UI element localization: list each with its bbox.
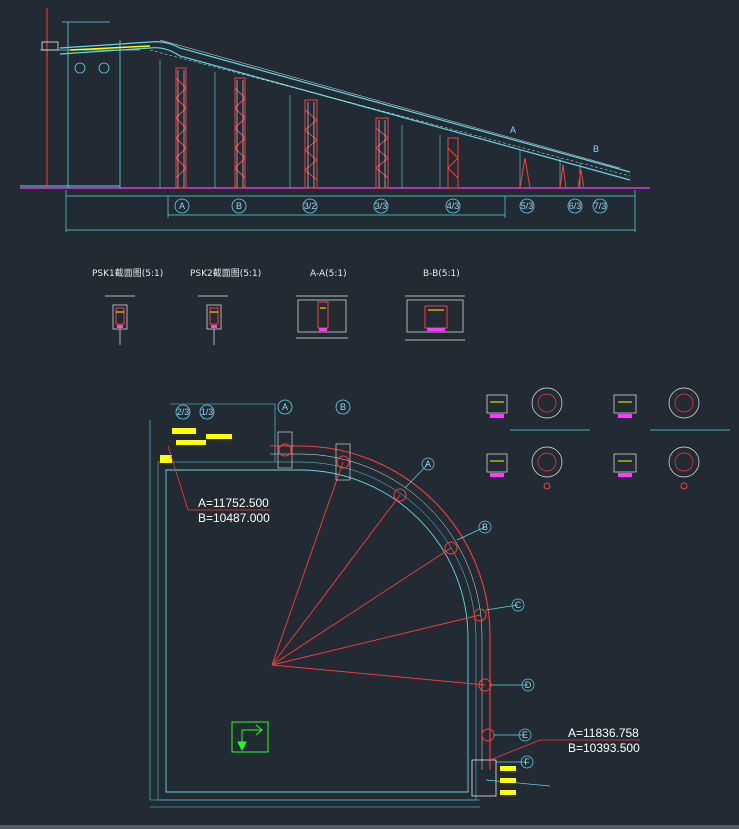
end-coord-a: A=11836.758 <box>568 726 639 740</box>
start-coord-a: A=11752.500 <box>198 496 269 510</box>
section-title-psk1: PSK1截面图(5:1) <box>92 267 163 279</box>
grid-label: 3/2 <box>304 201 317 211</box>
plan-grid-label: D <box>525 680 532 690</box>
grid-label: 3/3 <box>375 201 388 211</box>
plan-view: A B 2/3 1/3 A B C D E F <box>149 399 640 808</box>
plan-grid-label: A <box>425 459 431 469</box>
plan-grid-label: E <box>522 730 528 740</box>
section-details: PSK1截面图(5:1) PSK2截面图(5:1) A-A(5:1) B-B(5… <box>92 267 465 345</box>
section-title-psk2: PSK2截面图(5:1) <box>190 267 261 279</box>
plan-grid-label: F <box>524 757 530 767</box>
grid-label: B <box>236 201 242 211</box>
end-coord-b: B=10393.500 <box>568 741 640 755</box>
section-title-bb: B-B(5:1) <box>423 269 460 279</box>
plan-grid-label: B <box>340 402 346 412</box>
grid-label: 6/3 <box>569 201 582 211</box>
elevation-grid-bubbles: A B 3/2 3/3 4/3 5/3 6/3 7/3 <box>174 198 608 214</box>
gallery-bottom-chord <box>59 47 631 181</box>
node-details <box>486 387 730 490</box>
plan-nodes <box>277 431 497 797</box>
radial-lines <box>271 461 486 686</box>
trestle-towers <box>175 67 459 189</box>
gallery-top-chord <box>59 41 631 173</box>
elevation-view: A B 3/2 3/3 4/3 5/3 6/3 7/3 A B <box>20 8 650 232</box>
plan-grid-label: 2/3 <box>177 407 190 417</box>
plan-grid-label: 1/3 <box>201 407 214 417</box>
grid-label: 5/3 <box>521 201 534 211</box>
status-bar <box>0 825 739 829</box>
grid-label: 7/3 <box>594 201 607 211</box>
plan-grid-label: C <box>515 600 522 610</box>
conveyor-centerline <box>270 445 491 770</box>
plan-grid-label: B <box>482 522 488 532</box>
grid-label: A <box>179 201 185 211</box>
grid-label: 4/3 <box>447 201 460 211</box>
north-arrow-icon <box>231 721 269 753</box>
plan-grid-label: A <box>282 402 288 412</box>
start-coord-b: B=10487.000 <box>198 511 270 525</box>
section-tag-a: A <box>510 125 516 135</box>
section-title-aa: A-A(5:1) <box>310 269 347 279</box>
section-tag-b: B <box>593 144 599 154</box>
